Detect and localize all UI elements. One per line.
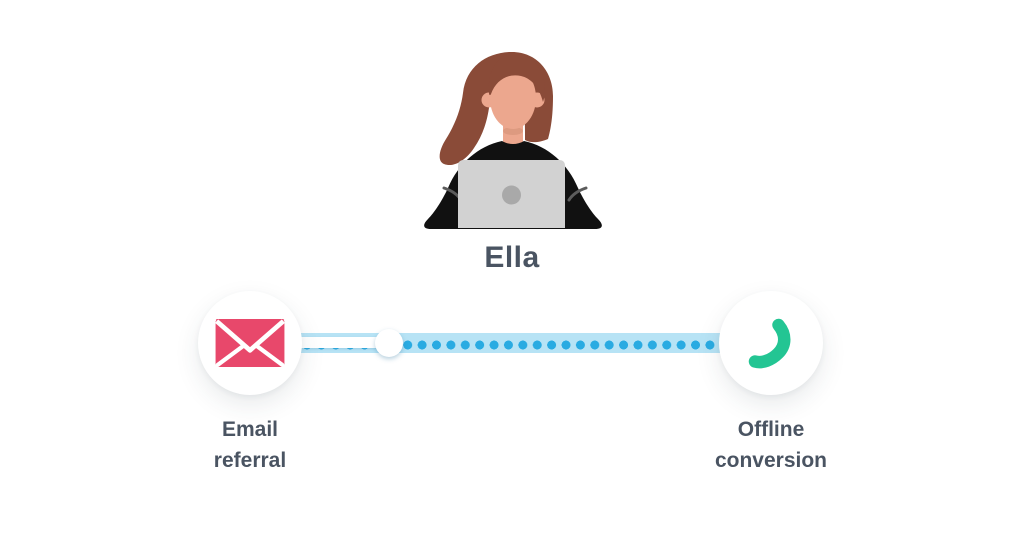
envelope-flap-outline (215, 319, 285, 353)
arm-crease-right (567, 186, 588, 202)
timeline-dots (300, 333, 720, 353)
label-offline-conversion: Offline conversion (714, 418, 828, 472)
phone-handset (748, 318, 791, 369)
progress-bar (296, 337, 392, 348)
persona-illustration (424, 51, 602, 229)
progress-knob (375, 329, 403, 357)
laptop-logo (502, 185, 521, 205)
envelope-icon (215, 319, 285, 367)
node-email-referral (198, 291, 302, 395)
persona-name: Ella (484, 241, 540, 274)
face-shape (490, 67, 536, 129)
neck-shadow (503, 127, 523, 135)
hair-fringe-shape (488, 54, 545, 102)
envelope-flap-fill (215, 319, 285, 351)
timeline-track (300, 333, 720, 353)
phone-icon (748, 318, 791, 369)
label-email-referral: Email referral (213, 418, 287, 472)
node-offline-conversion (719, 291, 823, 395)
